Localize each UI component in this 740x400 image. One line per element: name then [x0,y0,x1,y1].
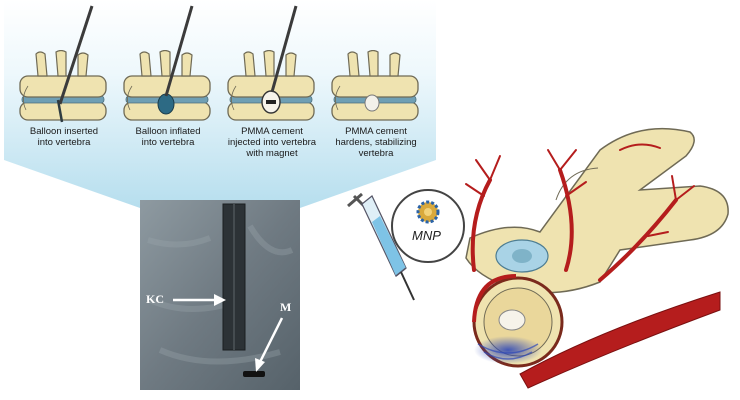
syringe [347,192,415,301]
step-2-balloon [157,93,175,115]
cement-implant [498,309,526,331]
step-3-illustration [227,5,315,121]
xray-image [140,200,300,390]
step-2-needle [164,5,194,97]
spine-anatomy-illustration [465,127,729,389]
blood-vessels [465,143,695,282]
magnet-arrow [258,317,284,363]
syringe-needle [400,271,415,301]
catheter-label: KC [146,292,164,306]
step-1-needle [58,5,94,105]
step-2-illustration [123,5,211,121]
magnetic-field-glow [474,336,542,364]
aorta-vessel [519,291,721,389]
step-4-hardened-cement [364,94,380,112]
procedure-steps-panel [4,0,436,208]
magnet-marker [243,371,265,377]
step-1-caption: Balloon inserted into vertebra [29,126,99,148]
step-3-needle [270,5,298,93]
magnet-label: M [280,300,292,314]
step-1-illustration [19,5,107,123]
nanoparticle-bubble [391,189,465,263]
step-2-caption: Balloon inflated into vertebra [135,126,201,148]
step-4-illustration [331,50,419,121]
step-3-caption: PMMA cement injected into vertebra with … [227,126,317,159]
step-3-magnet [266,100,276,104]
panel-background [4,0,436,208]
step-4-caption: PMMA cement hardens, stabilizing vertebr… [335,126,417,159]
mnp-label: MNP [412,228,441,243]
